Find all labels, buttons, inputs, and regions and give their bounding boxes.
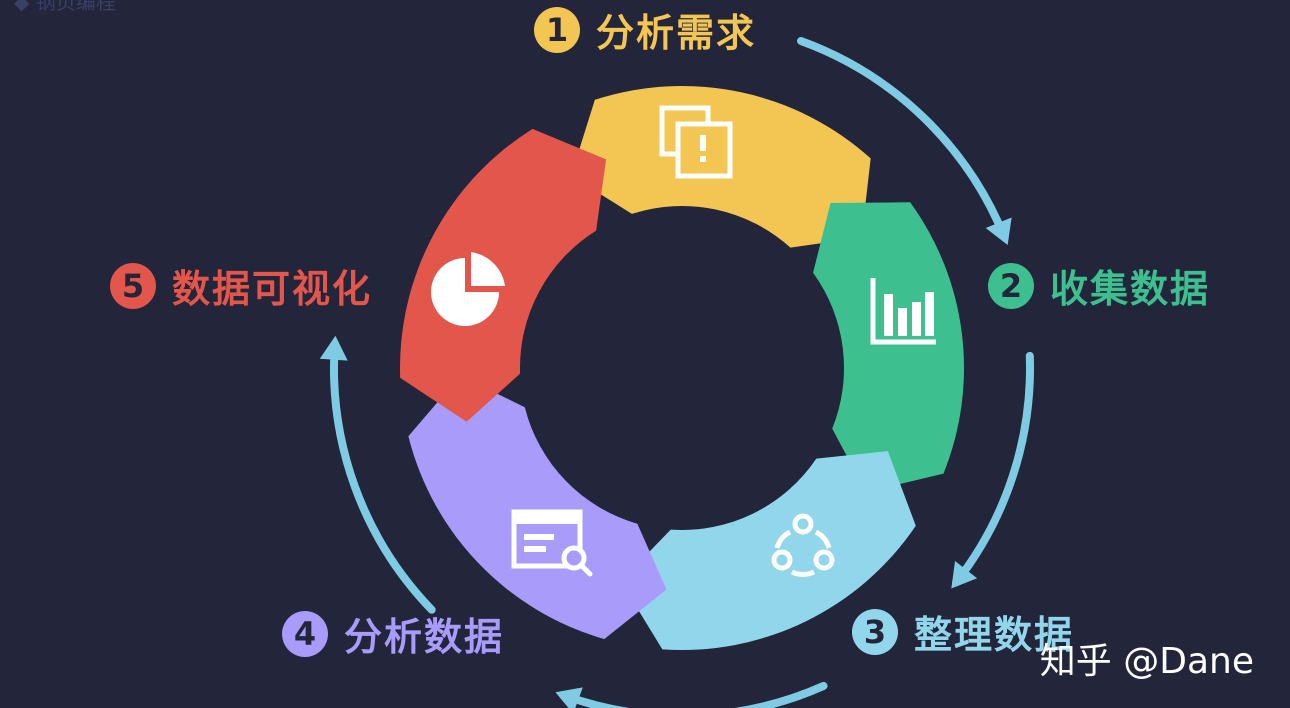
step-4-number-badge: 4 [282,610,328,657]
flow-arrow-4 [330,339,436,614]
step-5-label: 5 数据可视化 [110,258,372,313]
report-search-icon [511,509,593,577]
flow-arrowhead-2 [951,561,978,589]
step-5-number-badge: 5 [110,262,156,309]
step-4-title: 分析数据 [344,615,505,659]
flow-arrow-2 [952,351,1034,587]
bar-chart-icon [870,278,936,345]
flow-arrowhead-1 [985,217,1012,246]
ring-segment-2 [813,202,964,493]
alert-document-icon [659,105,733,179]
step-1-label: 1 分析需求 [534,2,756,57]
ring-segment-4 [408,375,667,640]
ring-segment-3 [620,451,916,650]
network-hub-icon [771,513,835,577]
flow-arrow-3 [558,681,828,708]
step-2-label: 2 收集数据 [988,258,1210,313]
step-3-number-badge: 3 [852,608,898,655]
step-2-title: 收集数据 [1050,267,1211,311]
step-5-title: 数据可视化 [172,267,373,311]
step-1-number-badge: 1 [534,6,580,53]
step-2-number-badge: 2 [988,262,1034,309]
flow-arrowhead-4 [319,335,348,361]
zhihu-watermark: 知乎 @Dane [1039,641,1254,682]
step-3-label: 3 整理数据 [852,604,1074,659]
corner-watermark: ◆ 钢页编程 [14,0,116,14]
step-1-title: 分析需求 [596,11,757,55]
flow-arrowhead-3 [555,687,583,708]
ring-segment-5 [400,128,607,422]
step-4-label: 4 分析数据 [282,606,504,661]
flow-arrow-1 [797,36,1009,242]
pie-chart-icon [431,252,505,326]
step-3-title: 整理数据 [914,613,1075,657]
